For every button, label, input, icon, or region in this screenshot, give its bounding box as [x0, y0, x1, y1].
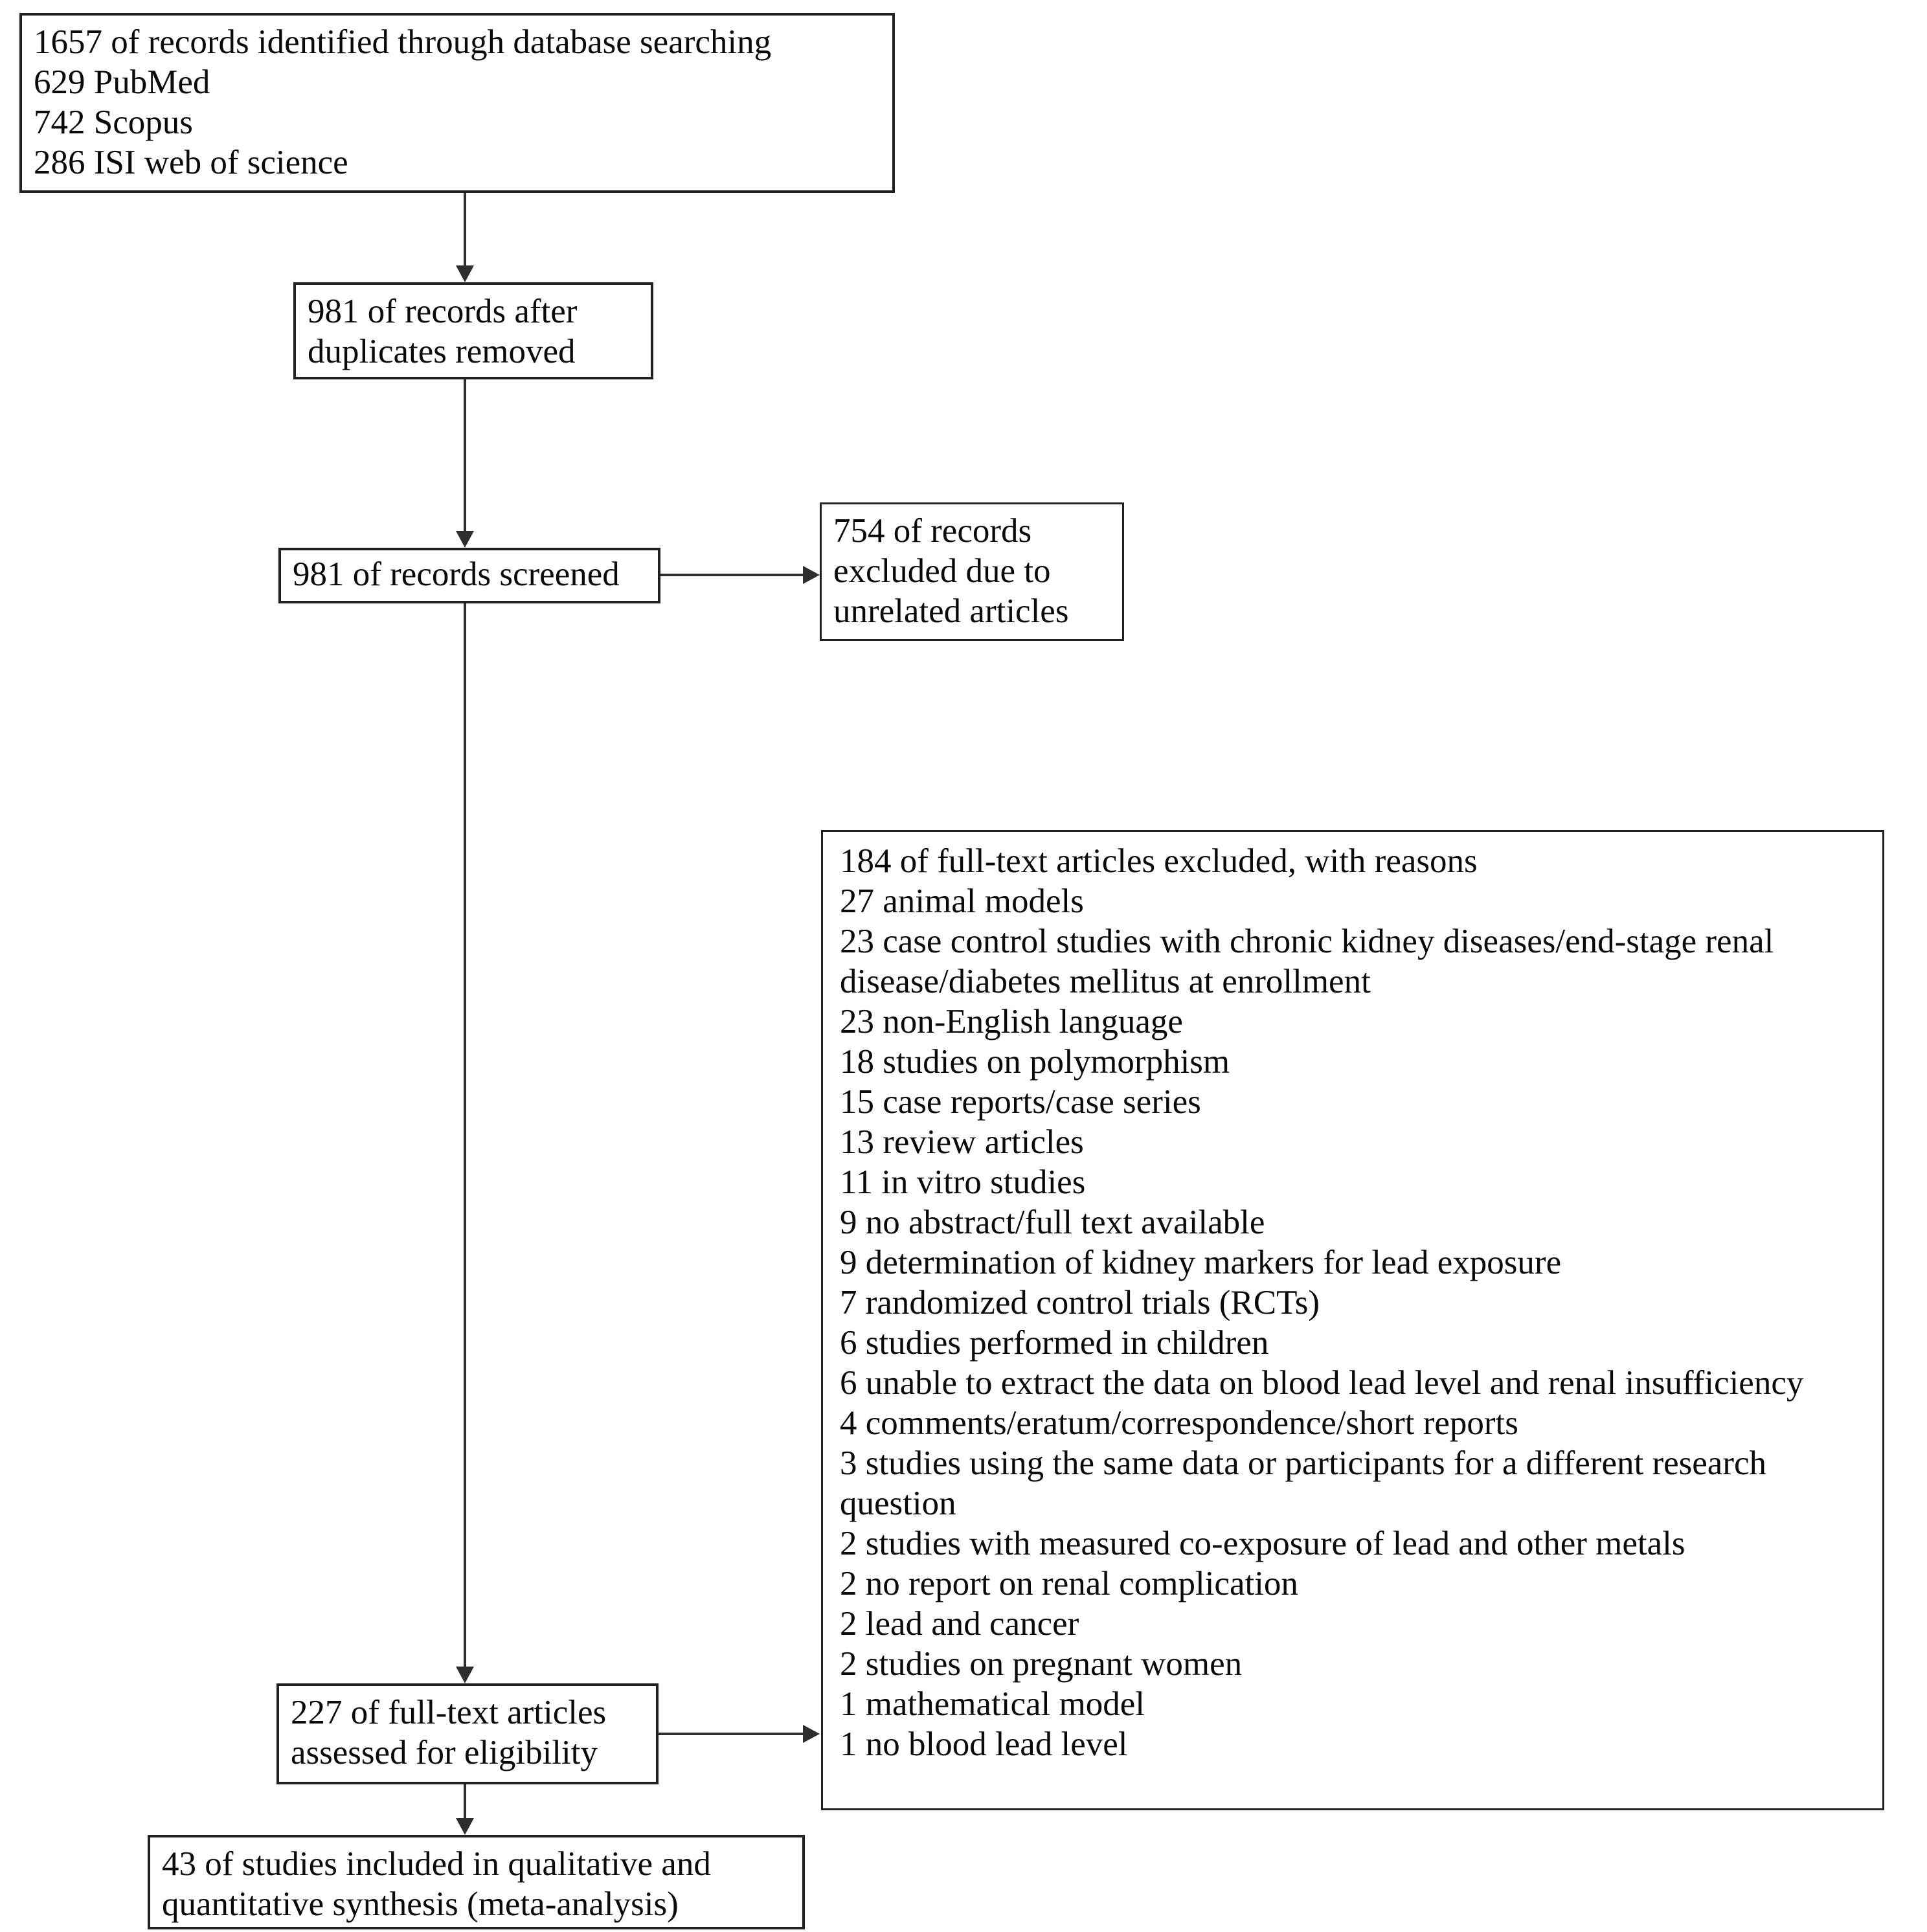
exclusion-reason: 2 no report on renal complication [840, 1565, 1298, 1602]
exclusion-reason: 11 in vitro studies [840, 1163, 1086, 1201]
exclusion-reason: 13 review articles [840, 1123, 1084, 1161]
box-studies-included: 43 of studies included in qualitative an… [148, 1835, 805, 1929]
box-records-screened: 981 of records screened [278, 548, 660, 603]
exclusion-reason: 2 studies with measured co-exposure of l… [840, 1525, 1685, 1562]
arrow-screened-to-excluded-line [660, 574, 806, 576]
exclusion-reason: 1 no blood lead level [840, 1725, 1128, 1763]
exclusion-reason: 3 studies using the same data or partici… [840, 1444, 1766, 1522]
exclusion-reason: 6 studies performed in children [840, 1324, 1269, 1362]
studies-included-text: 43 of studies included in qualitative an… [162, 1845, 711, 1923]
records-identified-total: 1657 of records identified through datab… [34, 23, 772, 61]
arrow-screened-to-eligibility-head-icon [456, 1667, 474, 1683]
arrow-eligibility-to-included-head-icon [456, 1818, 474, 1835]
exclusion-reason: 27 animal models [840, 882, 1084, 920]
exclusion-reason: 18 studies on polymorphism [840, 1043, 1230, 1081]
arrow-deduplicated-to-screened-head-icon [456, 531, 474, 548]
exclusion-reason: 6 unable to extract the data on blood le… [840, 1364, 1804, 1402]
exclusion-reason: 4 comments/eratum/correspondence/short r… [840, 1404, 1518, 1442]
exclusion-reason: 7 randomized control trials (RCTs) [840, 1284, 1320, 1321]
source-isi-web-of-science: 286 ISI web of science [34, 144, 348, 181]
exclusion-reason: 15 case reports/case series [840, 1083, 1201, 1121]
arrow-deduplicated-to-screened-line [464, 379, 466, 531]
arrow-eligibility-to-included-line [464, 1784, 466, 1819]
arrow-eligibility-to-fulltext-excluded-head-icon [803, 1725, 820, 1743]
arrow-identified-to-deduplicated-line [464, 193, 466, 268]
box-fulltext-excluded: 184 of full-text articles excluded, with… [821, 830, 1884, 1810]
arrow-screened-to-eligibility-line [464, 603, 466, 1668]
box-eligibility-assessed: 227 of full-text articles assessed for e… [276, 1683, 659, 1784]
source-pubmed: 629 PubMed [34, 63, 210, 101]
exclusion-reason: 1 mathematical model [840, 1685, 1145, 1723]
records-screened-text: 981 of records screened [293, 556, 620, 593]
duplicates-removed-text: 981 of records after duplicates removed [308, 293, 578, 370]
fulltext-excluded-header: 184 of full-text articles excluded, with… [840, 842, 1478, 880]
exclusion-reason: 2 lead and cancer [840, 1605, 1079, 1643]
box-records-excluded: 754 of records excluded due to unrelated… [820, 502, 1124, 641]
exclusion-reason: 23 case control studies with chronic kid… [840, 923, 1774, 1000]
box-records-identified: 1657 of records identified through datab… [19, 13, 895, 193]
exclusion-reason: 9 no abstract/full text available [840, 1204, 1265, 1241]
exclusion-reason: 9 determination of kidney markers for le… [840, 1244, 1562, 1281]
source-scopus: 742 Scopus [34, 104, 193, 141]
arrow-eligibility-to-fulltext-excluded-line [659, 1733, 804, 1735]
records-excluded-text: 754 of records excluded due to unrelated… [833, 512, 1069, 630]
eligibility-assessed-text: 227 of full-text articles assessed for e… [291, 1694, 607, 1771]
arrow-identified-to-deduplicated-head-icon [456, 265, 474, 282]
exclusion-reason: 2 studies on pregnant women [840, 1645, 1243, 1683]
arrow-screened-to-excluded-head-icon [803, 566, 820, 584]
exclusion-reason: 23 non-English language [840, 1003, 1183, 1040]
box-duplicates-removed: 981 of records after duplicates removed [293, 282, 653, 379]
